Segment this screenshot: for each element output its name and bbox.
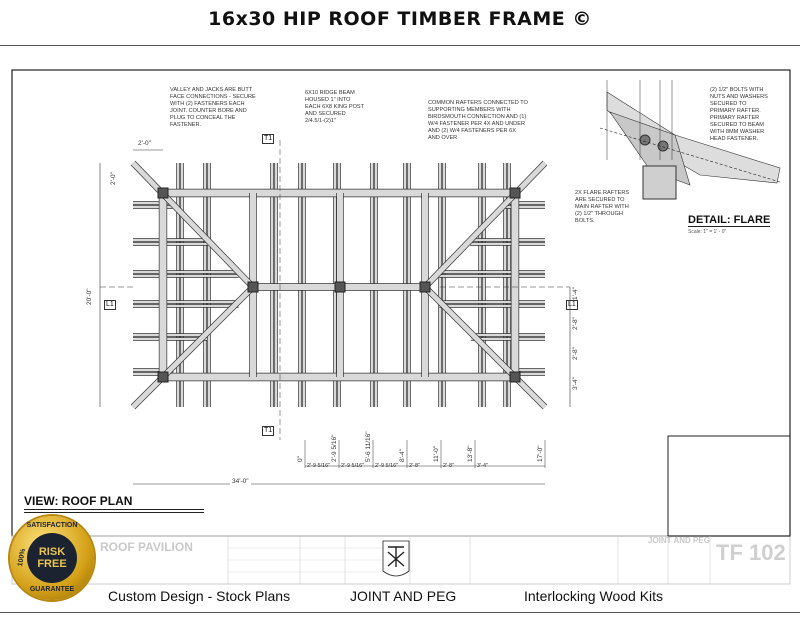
note-flare: 2X FLARE RAFTERS ARE SECURED TO MAIN RAF…: [575, 190, 630, 224]
hip-rafter: [131, 285, 255, 409]
title-block-brand: JOINT AND PEG: [648, 536, 710, 545]
caption-wood-kits: Interlocking Wood Kits: [524, 588, 664, 604]
dim-vertical-label: 0": [297, 456, 304, 462]
post: [509, 371, 521, 383]
note-valley: VALLEY AND JACKS ARE BUTT FACE CONNECTIO…: [170, 87, 256, 128]
flare-detail: [599, 80, 781, 200]
dim-chain-label: 2'-9 5/16": [341, 463, 365, 469]
dim-vertical-label: 5'-6 11/16": [365, 431, 372, 462]
detail-title: DETAIL: FLARE: [688, 214, 771, 227]
caption-custom-design: Custom Design - Stock Plans: [108, 588, 291, 604]
notes-box: [667, 435, 791, 537]
post: [419, 281, 431, 293]
caption-brand: JOINT AND PEG: [350, 588, 457, 604]
section-tag-l1-right[interactable]: L1: [566, 300, 578, 310]
post: [334, 281, 346, 293]
note-common: COMMON RAFTERS CONNECTED TO SUPPORTING M…: [428, 100, 528, 141]
note-ridge: 6X10 RIDGE BEAM HOUSED 1" INTO EACH 6X8 …: [305, 90, 364, 124]
dim-overhang-h: 2'-0": [138, 140, 151, 147]
dim-vertical-label: 17'-0": [537, 445, 544, 462]
page-title: 16x30 HIP ROOF TIMBER FRAME ©: [208, 8, 592, 30]
detail-scale: Scale: 1" = 1' - 0": [688, 229, 727, 235]
dim-right-label: 2'-8": [572, 347, 579, 360]
dim-right-label: 1'-4": [572, 287, 579, 300]
dim-vertical-label: 8'-4": [399, 449, 406, 462]
dim-overall-depth: 20'-0": [86, 288, 93, 305]
bolt-line: [599, 127, 781, 183]
sheet-number: TF 102: [716, 540, 786, 565]
hip-rafter: [131, 161, 255, 289]
dim-chain-label: 2'-9 5/16": [375, 463, 399, 469]
dim-vertical-label: 2'-9 5/16": [331, 434, 338, 462]
dim-chain-label: 2'-8": [443, 463, 454, 469]
bottom-divider: [0, 612, 800, 613]
view-label: VIEW: ROOF PLAN: [24, 494, 133, 508]
post: [157, 187, 169, 199]
dim-vertical-label: 13'-8": [467, 445, 474, 462]
post: [509, 187, 521, 199]
roof-framing-plan: [99, 140, 571, 485]
dim-right-label: 3'-4": [572, 377, 579, 390]
section-tag-l1-left[interactable]: L1: [104, 300, 116, 310]
hip-rafter: [423, 285, 547, 409]
dim-chain-label: 2'-9 5/16": [307, 463, 331, 469]
bolt: [639, 134, 651, 146]
dim-vertical-label: 11'-0": [433, 445, 440, 462]
dim-overhang-v: 2'-0": [110, 172, 117, 185]
post: [247, 281, 259, 293]
brand-logo-axes: [387, 546, 405, 567]
section-tag-t1-bottom[interactable]: T1: [262, 426, 275, 436]
title-divider: [0, 45, 800, 46]
bolt: [657, 140, 669, 152]
guarantee-badge: SATISFACTION RISK FREE GUARANTEE 100%: [10, 516, 94, 600]
dim-right-label: 2'-8": [572, 317, 579, 330]
post: [157, 371, 169, 383]
note-bolts: (2) 1/2" BOLTS WITH NUTS AND WASHERS SEC…: [710, 87, 768, 142]
dim-chain-label: 2'-8": [409, 463, 420, 469]
title-block-grid: [227, 536, 711, 584]
dim-overall-width: 34'-0": [230, 478, 251, 485]
hip-rafter: [423, 161, 547, 289]
title-block-project: ROOF PAVILION: [100, 540, 193, 554]
dim-chain-label: 3'-4": [477, 463, 488, 469]
section-tag-t1-top[interactable]: T1: [262, 134, 275, 144]
post-section: [642, 165, 677, 200]
